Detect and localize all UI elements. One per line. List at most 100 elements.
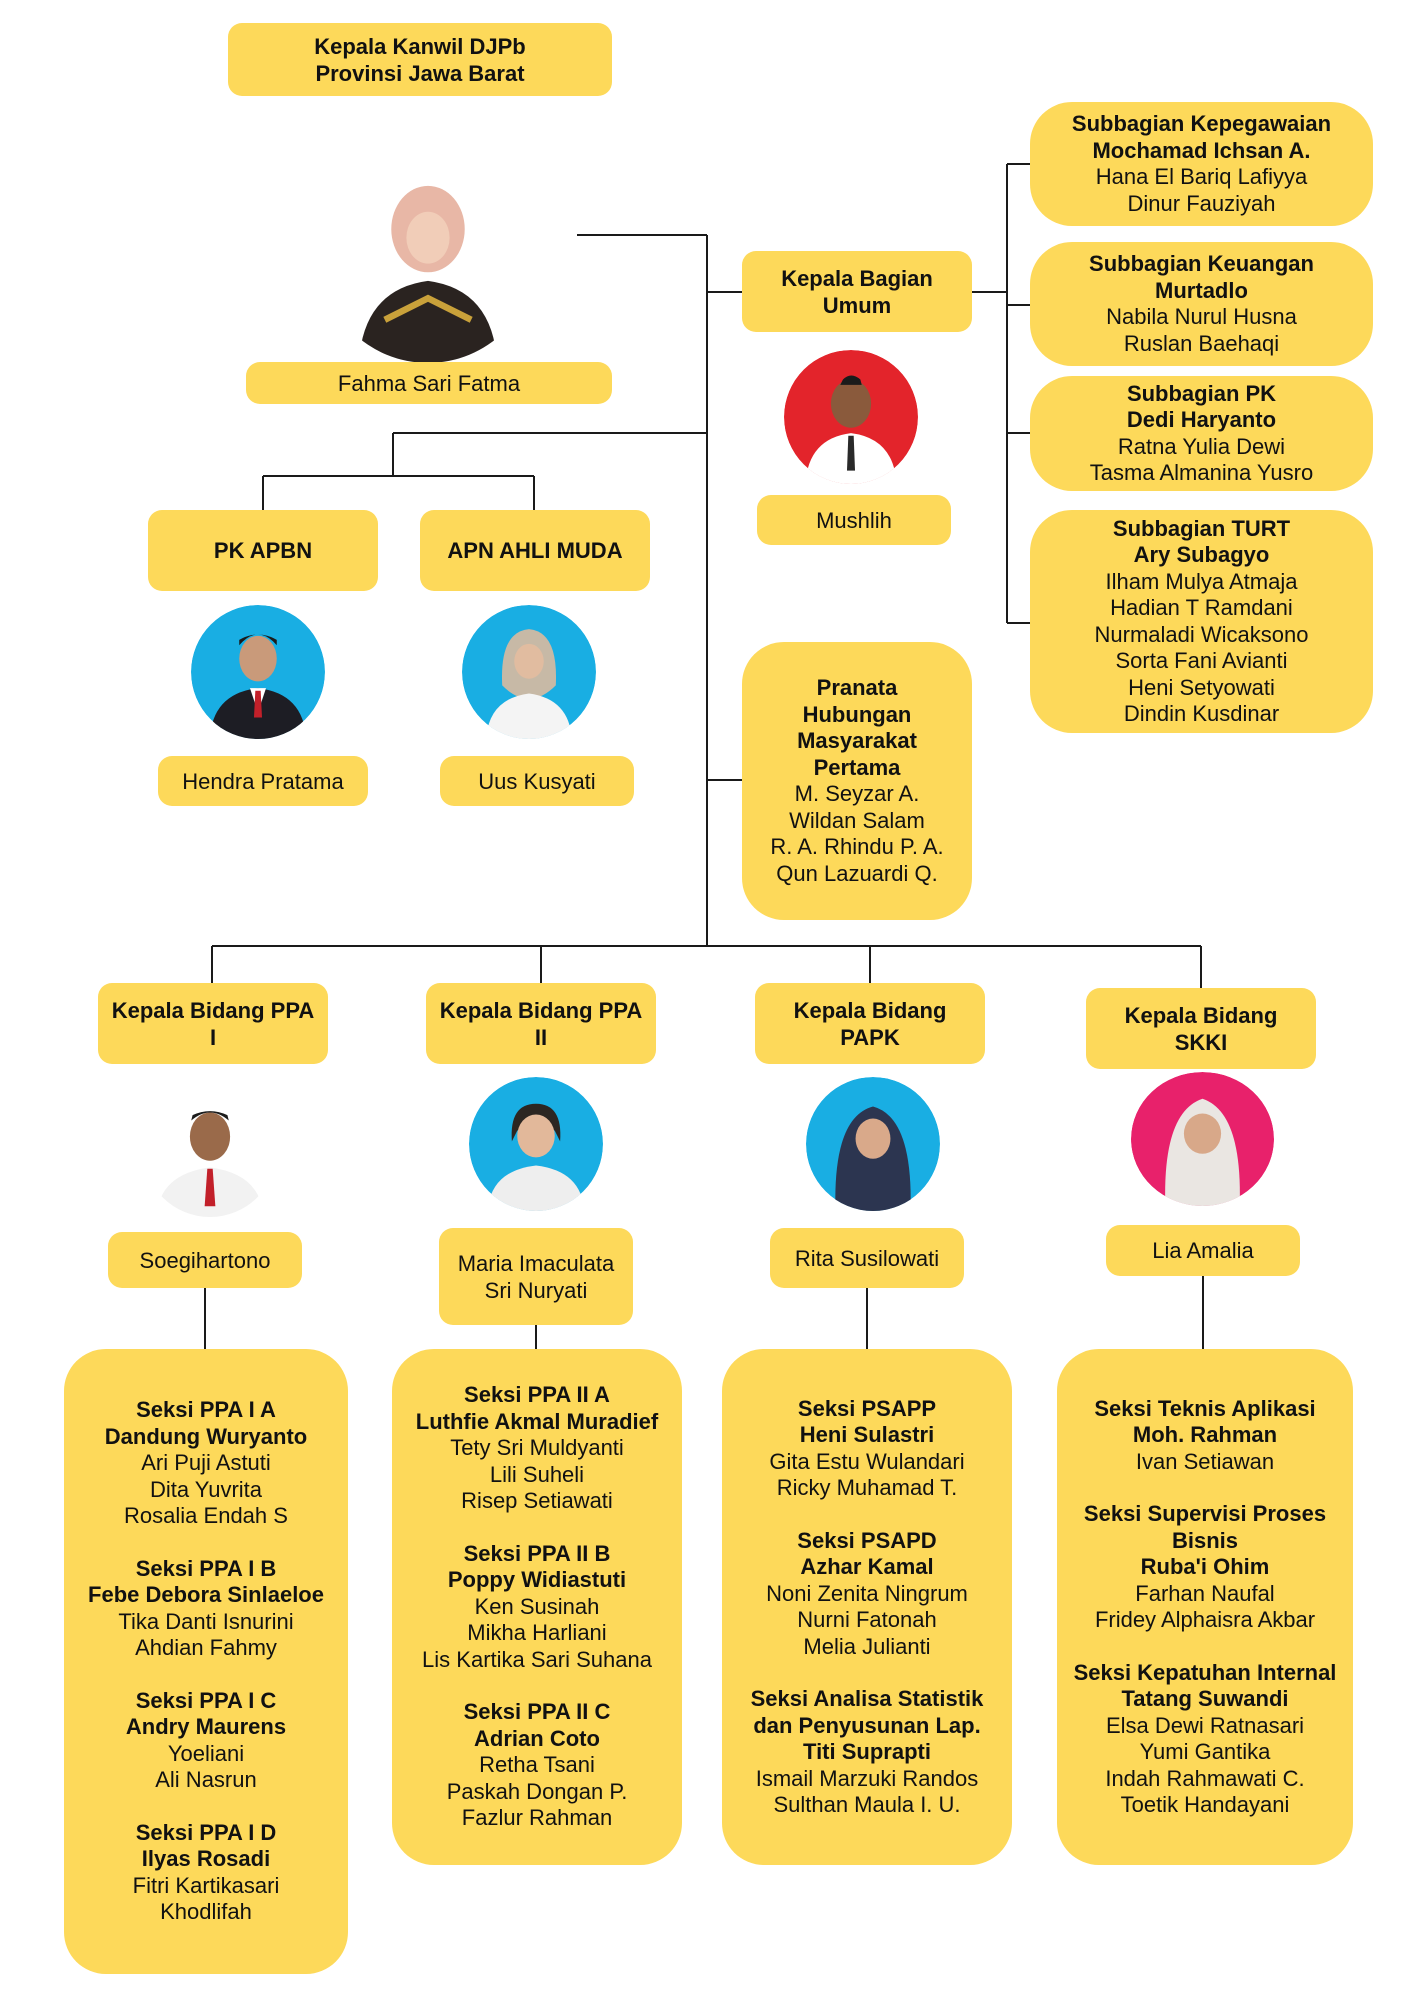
seksi-title: Seksi Kepatuhan Internal xyxy=(1073,1659,1337,1685)
seksi-member: Retha Tsani xyxy=(479,1752,595,1778)
person-icon xyxy=(143,1083,277,1217)
umum-title-box: Kepala Bagian Umum xyxy=(742,251,972,332)
seksi-member: Ismail Marzuki Randos xyxy=(755,1765,979,1791)
bidang-skki-seksi-box: Seksi Teknis Aplikasi Moh. Rahman Ivan S… xyxy=(1057,1349,1353,1865)
bidang-ppa1-title-box: Kepala Bidang PPA I xyxy=(98,983,328,1064)
pk-apbn-title: PK APBN xyxy=(213,538,313,563)
seksi-group: Seksi PSAPD Azhar Kamal Noni Zenita Ning… xyxy=(766,1528,968,1661)
subbagian-title: Subbagian PK xyxy=(1126,380,1277,406)
subbagian-member: Tasma Almanina Yusro xyxy=(1089,460,1314,485)
seksi-head: Dandung Wuryanto xyxy=(104,1423,308,1449)
pranata-title-line: Pertama xyxy=(813,754,901,780)
subbagian-turt-box: Subbagian TURT Ary Subagyo Ilham Mulya A… xyxy=(1030,510,1373,733)
subbagian-member: Dinur Fauziyah xyxy=(1127,190,1276,216)
seksi-title: Seksi PPA I A xyxy=(136,1397,276,1423)
seksi-member: Mikha Harliani xyxy=(467,1620,607,1646)
seksi-member: Sulthan Maula I. U. xyxy=(773,1792,961,1817)
seksi-head: Luthfie Akmal Muradief xyxy=(415,1408,659,1434)
seksi-member: Indah Rahmawati C. xyxy=(1105,1765,1305,1791)
subbagian-member: Sorta Fani Avianti xyxy=(1115,648,1288,673)
person-icon xyxy=(469,1077,603,1211)
bidang-ppa2-name-box: Maria Imaculata Sri Nuryati xyxy=(439,1228,633,1325)
subbagian-head: Mochamad Ichsan A. xyxy=(1092,137,1311,163)
subbagian-member: Nabila Nurul Husna xyxy=(1106,304,1297,329)
pranata-member: R. A. Rhindu P. A. xyxy=(770,834,944,859)
subbagian-member: Dindin Kusdinar xyxy=(1123,701,1280,726)
seksi-head: Ruba'i Ohim xyxy=(1140,1554,1270,1579)
seksi-head: Titi Suprapti xyxy=(803,1739,931,1764)
seksi-member: Khodlifah xyxy=(160,1899,252,1925)
seksi-title: Seksi Analisa Statistik xyxy=(750,1686,984,1711)
person-icon xyxy=(191,605,325,739)
pk-apbn-name-box: Hendra Pratama xyxy=(158,756,368,806)
seksi-member: Yumi Gantika xyxy=(1139,1739,1271,1764)
seksi-group: Seksi Teknis Aplikasi Moh. Rahman Ivan S… xyxy=(1094,1396,1315,1476)
seksi-member: Nurni Fatonah xyxy=(797,1607,937,1632)
pranata-box: Pranata Hubungan Masyarakat Pertama M. S… xyxy=(742,642,972,920)
bidang-papk-photo xyxy=(806,1077,940,1211)
apn-name-box: Uus Kusyati xyxy=(440,756,634,806)
seksi-member: Tika Danti Isnurini xyxy=(118,1608,294,1634)
subbagian-member: Hana El Bariq Lafiyya xyxy=(1095,164,1308,189)
pranata-member: M. Seyzar A. xyxy=(794,781,920,806)
bidang-ppa1-name-box: Soegihartono xyxy=(108,1232,302,1288)
seksi-title: Seksi PPA II A xyxy=(464,1382,610,1408)
seksi-title: Seksi Teknis Aplikasi xyxy=(1094,1395,1316,1421)
seksi-title: Seksi Supervisi Proses xyxy=(1083,1501,1327,1526)
head-name-box: Fahma Sari Fatma xyxy=(246,362,612,404)
seksi-member: Noni Zenita Ningrum xyxy=(766,1580,968,1606)
bidang-name: Rita Susilowati xyxy=(794,1245,940,1271)
bidang-title-line: SKKI xyxy=(1174,1029,1228,1055)
seksi-member: Risep Setiawati xyxy=(461,1488,613,1514)
bidang-name: Soegihartono xyxy=(139,1247,271,1273)
subbagian-member: Ilham Mulya Atmaja xyxy=(1105,568,1298,594)
seksi-head: Febe Debora Sinlaeloe xyxy=(88,1582,324,1608)
subbagian-title: Subbagian TURT xyxy=(1112,515,1291,541)
pk-apbn-title-box: PK APBN xyxy=(148,510,378,591)
seksi-member: Yoeliani xyxy=(167,1740,245,1766)
seksi-group: Seksi PPA I A Dandung Wuryanto Ari Puji … xyxy=(105,1397,307,1530)
umum-title-line1: Kepala Bagian xyxy=(781,265,933,291)
seksi-group: Seksi PPA II C Adrian Coto Retha Tsani P… xyxy=(447,1699,628,1832)
pranata-member: Qun Lazuardi Q. xyxy=(776,860,938,886)
bidang-skki-photo xyxy=(1131,1072,1274,1206)
subbagian-member: Ratna Yulia Dewi xyxy=(1117,433,1286,459)
apn-name: Uus Kusyati xyxy=(478,768,596,794)
seksi-title: dan Penyusunan Lap. xyxy=(753,1712,981,1738)
bidang-name: Sri Nuryati xyxy=(484,1277,588,1303)
bidang-title-line: PAPK xyxy=(840,1024,900,1050)
pk-apbn-photo xyxy=(191,605,325,739)
bidang-ppa2-seksi-box: Seksi PPA II A Luthfie Akmal Muradief Te… xyxy=(392,1349,682,1865)
seksi-title: Seksi PSAPD xyxy=(797,1527,937,1553)
seksi-member: Lis Kartika Sari Suhana xyxy=(422,1646,652,1672)
seksi-title: Seksi PPA I D xyxy=(135,1819,277,1845)
subbagian-member: Nurmaladi Wicaksono xyxy=(1094,621,1309,647)
seksi-member: Fitri Kartikasari xyxy=(132,1872,280,1898)
pranata-title-line: Hubungan xyxy=(802,701,912,727)
seksi-group: Seksi PPA I D Ilyas Rosadi Fitri Kartika… xyxy=(133,1820,280,1926)
person-icon xyxy=(806,1077,940,1211)
seksi-group: Seksi Analisa Statistik dan Penyusunan L… xyxy=(751,1686,984,1819)
head-title-line2: Provinsi Jawa Barat xyxy=(315,60,525,86)
seksi-head: Tatang Suwandi xyxy=(1121,1686,1289,1711)
head-title-box: Kepala Kanwil DJPb Provinsi Jawa Barat xyxy=(228,23,612,96)
subbagian-member: Hadian T Ramdani xyxy=(1110,595,1293,620)
seksi-member: Ricky Muhamad T. xyxy=(776,1475,958,1500)
bidang-name: Maria Imaculata xyxy=(457,1250,615,1276)
seksi-member: Dita Yuvrita xyxy=(149,1476,263,1502)
seksi-member: Ivan Setiawan xyxy=(1135,1448,1275,1474)
apn-title: APN AHLI MUDA xyxy=(447,538,623,563)
bidang-ppa2-title-box: Kepala Bidang PPA II xyxy=(426,983,656,1064)
subbagian-head: Dedi Haryanto xyxy=(1126,407,1277,432)
seksi-member: Farhan Naufal xyxy=(1135,1580,1275,1606)
subbagian-head: Ary Subagyo xyxy=(1133,542,1270,567)
seksi-member: Fazlur Rahman xyxy=(461,1805,613,1831)
seksi-head: Ilyas Rosadi xyxy=(141,1846,271,1872)
seksi-group: Seksi Supervisi Proses Bisnis Ruba'i Ohi… xyxy=(1084,1501,1326,1634)
seksi-member: Tety Sri Muldyanti xyxy=(450,1435,624,1461)
seksi-member: Toetik Handayani xyxy=(1120,1792,1290,1817)
seksi-group: Seksi PSAPP Heni Sulastri Gita Estu Wula… xyxy=(769,1396,964,1502)
umum-name: Mushlih xyxy=(816,507,892,533)
subbagian-kepegawaian-box: Subbagian Kepegawaian Mochamad Ichsan A.… xyxy=(1030,102,1373,226)
